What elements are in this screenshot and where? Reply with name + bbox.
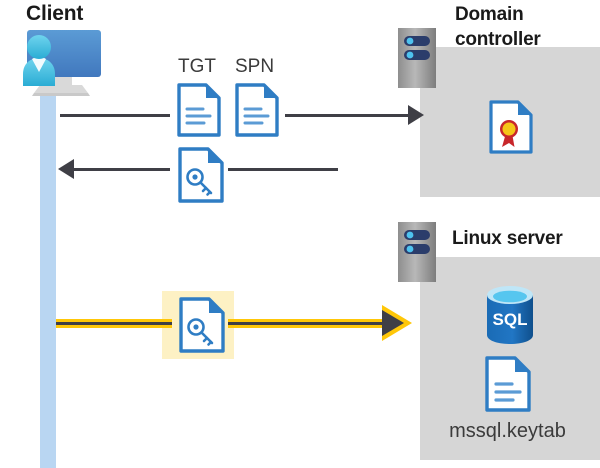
client-label: Client	[26, 2, 84, 25]
domain-controller-label-line1: Domain	[455, 4, 524, 25]
tgt-label: TGT	[178, 56, 216, 77]
flow-response-arrowhead	[58, 159, 74, 179]
domain-controller-label-line2: controller	[455, 29, 541, 50]
flow-request-arrowhead	[408, 105, 424, 125]
flow-service-ticket-line-right	[228, 319, 392, 328]
flow-service-ticket-arrowhead	[382, 310, 404, 336]
server-rack-icon-domain-controller	[398, 28, 436, 88]
document-icon-tgt	[176, 82, 222, 138]
domain-controller-label: Domain controller	[455, 2, 595, 52]
document-icon-spn	[234, 82, 280, 138]
flow-response-line-right	[228, 168, 338, 171]
server-rack-icon-linux-server	[398, 222, 436, 282]
linux-server-label: Linux server	[452, 228, 563, 249]
document-icon-keytab	[484, 355, 532, 413]
client-lifeline	[40, 70, 56, 468]
flow-request-line-left	[60, 114, 170, 117]
keytab-file-label: mssql.keytab	[449, 420, 566, 442]
sql-database-text: SQL	[493, 310, 528, 329]
key-document-icon-response	[177, 146, 225, 204]
flow-request-line-right	[285, 114, 413, 117]
flow-response-line-left	[74, 168, 170, 171]
flow-service-ticket-line-left	[56, 319, 172, 328]
sql-database-icon: SQL	[482, 284, 538, 346]
desktop-user-icon	[4, 24, 114, 104]
key-document-icon-service-ticket	[178, 296, 226, 354]
spn-label: SPN	[235, 56, 275, 77]
certificate-icon	[488, 99, 534, 155]
